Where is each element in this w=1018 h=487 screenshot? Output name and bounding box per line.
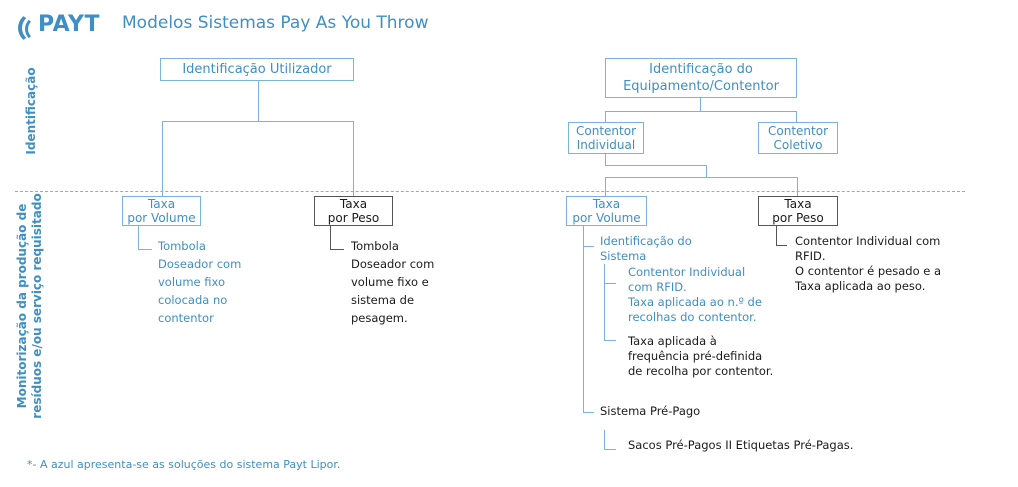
box-contentor-coletivo: Contentor Coletivo xyxy=(758,122,838,154)
logo-arc-icon xyxy=(18,12,51,44)
box-identificacao-equipamento: Identificação do Equipamento/Contentor xyxy=(605,58,797,98)
identificacao-sistema: Identificação do Sistema xyxy=(600,234,692,264)
vol1-description: Tombola Doseador com volume fixo colocad… xyxy=(158,237,241,327)
box-label-line1: Taxa xyxy=(592,197,621,211)
connector xyxy=(604,283,616,284)
box-label-line2: Coletivo xyxy=(773,138,823,152)
logo-text: PAYT xyxy=(38,12,100,37)
page-title: Modelos Sistemas Pay As You Throw xyxy=(122,13,429,33)
connector xyxy=(605,165,707,166)
desc-line: Doseador com xyxy=(158,257,242,271)
side-label-line2: resíduos e/ou serviço requisitado xyxy=(30,193,44,419)
desc-line: recolhas do contentor. xyxy=(628,310,757,324)
connector xyxy=(330,249,344,250)
box-label: Identificação Utilizador xyxy=(182,61,332,77)
connector xyxy=(797,177,798,196)
box-label-line2: Equipamento/Contentor xyxy=(623,79,779,94)
desc-line: sistema de xyxy=(351,293,415,307)
rfid-description: Contentor Individual com RFID. Taxa apli… xyxy=(628,265,762,325)
desc-line: Contentor Individual xyxy=(628,265,746,279)
box-taxa-volume-1: Taxa por Volume xyxy=(122,196,201,226)
connector xyxy=(162,121,354,122)
box-label-line2: Individual xyxy=(576,138,636,152)
connector xyxy=(138,249,152,250)
connector xyxy=(605,153,606,165)
desc-line: com RFID. xyxy=(628,280,687,294)
connector xyxy=(604,340,616,341)
connector xyxy=(583,226,584,413)
connector xyxy=(605,177,606,196)
connector xyxy=(583,412,594,413)
logo-arc-inner-icon xyxy=(25,16,51,42)
box-label-line2: por Volume xyxy=(572,211,641,225)
connector xyxy=(776,245,787,246)
connector xyxy=(700,97,701,111)
frequencia-description: Taxa aplicada à frequência pré-definida … xyxy=(628,334,773,379)
box-identificacao-utilizador: Identificação Utilizador xyxy=(160,58,354,81)
desc-line: O contentor é pesado e a xyxy=(795,264,942,278)
connector xyxy=(605,111,797,112)
box-taxa-peso-1: Taxa por Peso xyxy=(314,196,393,226)
connector xyxy=(162,121,163,196)
connector xyxy=(604,430,605,450)
desc-line: Contentor Individual com xyxy=(795,234,941,248)
desc-line: Tombola xyxy=(158,239,206,253)
desc-line: RFID. xyxy=(795,249,826,263)
box-label-line1: Taxa xyxy=(339,197,368,211)
footnote: *- A azul apresenta-se as soluções do si… xyxy=(27,458,341,471)
desc-line: Taxa aplicada ao peso. xyxy=(795,279,926,293)
box-contentor-individual: Contentor Individual xyxy=(568,122,644,154)
desc-line: Identificação do xyxy=(600,234,692,248)
box-label-line1: Identificação do xyxy=(649,62,753,77)
box-taxa-volume-2: Taxa por Volume xyxy=(566,196,647,226)
box-label-line1: Contentor xyxy=(576,124,636,138)
connector xyxy=(605,111,606,123)
peso2-description: Contentor Individual com RFID. O content… xyxy=(795,234,941,294)
connector xyxy=(706,165,707,177)
sistema-pre-pago: Sistema Pré-Pago xyxy=(600,404,701,418)
sacos-pre-pagos: Sacos Pré-Pagos II Etiquetas Pré-Pagas. xyxy=(628,438,854,452)
peso1-description: Tombola Doseador com volume fixo e siste… xyxy=(351,237,434,327)
desc-line: pesagem. xyxy=(351,311,408,325)
desc-line: contentor xyxy=(158,311,214,325)
connector xyxy=(796,111,797,123)
box-label-line2: por Peso xyxy=(772,211,824,225)
connector xyxy=(330,226,331,250)
connector xyxy=(604,449,616,450)
box-label-line2: por Peso xyxy=(327,211,380,225)
box-taxa-peso-2: Taxa por Peso xyxy=(758,196,838,226)
box-label-line2: por Volume xyxy=(127,211,196,225)
desc-line: colocada no xyxy=(158,293,228,307)
connector xyxy=(353,121,354,196)
connector xyxy=(258,80,259,121)
desc-line: volume fixo xyxy=(158,275,225,289)
connector xyxy=(604,264,605,340)
connector xyxy=(138,226,139,250)
box-label-line1: Taxa xyxy=(784,197,812,211)
desc-line: volume fixo e xyxy=(351,275,429,289)
box-label-line1: Taxa xyxy=(147,197,176,211)
desc-line: Tombola xyxy=(351,239,399,253)
box-label-line1: Contentor xyxy=(768,124,828,138)
side-label-monitorizacao: Monitorização da produção de resíduos e/… xyxy=(15,156,45,456)
connector xyxy=(776,226,777,246)
desc-line: Taxa aplicada à xyxy=(628,334,717,348)
connector xyxy=(583,246,594,247)
desc-line: Doseador com xyxy=(351,257,435,271)
side-label-line1: Monitorização da produção de xyxy=(15,203,29,409)
desc-line: Sistema xyxy=(600,249,647,263)
desc-line: de recolha por contentor. xyxy=(628,364,774,378)
desc-line: Taxa aplicada ao n.º de xyxy=(628,295,762,309)
logo: PAYT xyxy=(16,8,111,44)
connector xyxy=(605,177,798,178)
section-divider xyxy=(15,191,965,192)
side-label-identificacao: Identificação xyxy=(24,67,38,155)
desc-line: frequência pré-definida xyxy=(628,349,763,363)
